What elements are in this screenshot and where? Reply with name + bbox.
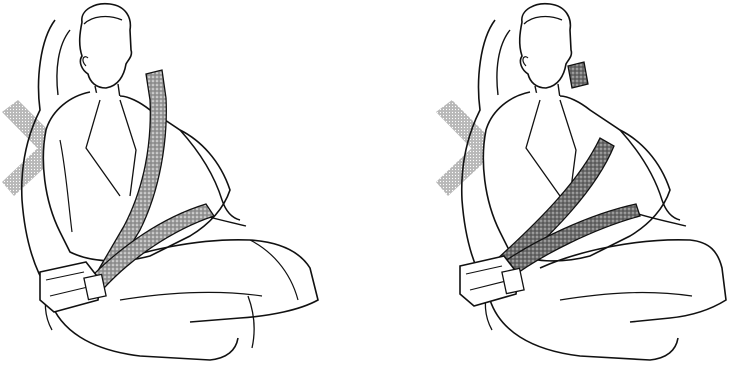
left-illustration-svg bbox=[0, 0, 340, 376]
head-right bbox=[520, 4, 572, 88]
panel-right-incorrect-belt bbox=[400, 0, 729, 376]
right-illustration-svg bbox=[400, 0, 729, 376]
panel-left-incorrect-belt bbox=[0, 0, 340, 376]
head-left bbox=[80, 4, 132, 88]
seat-cushion-right bbox=[490, 300, 678, 360]
seat-cushion-left bbox=[50, 300, 238, 360]
buckle-left bbox=[40, 262, 106, 312]
